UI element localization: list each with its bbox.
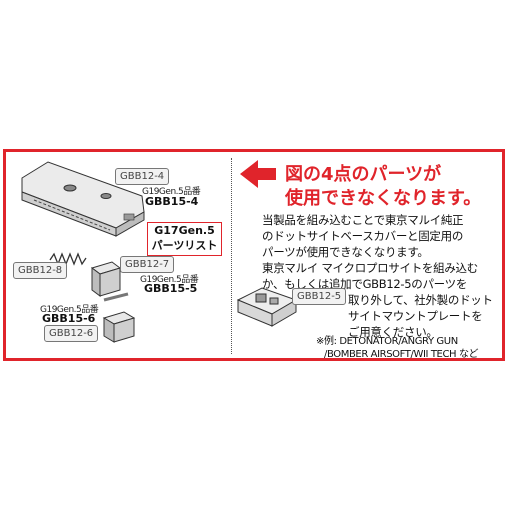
spring-code-tag: GBB12-8: [13, 262, 68, 279]
cover-code-tag: GBB12-4: [115, 168, 170, 185]
spring-part: [49, 252, 87, 266]
parts-list-label: G17Gen.5 パーツリスト: [147, 222, 222, 256]
example-line-1: ※例: DETONATOR/ANGRY GUN: [316, 336, 458, 347]
plate-code-tag: GBB12-7: [120, 256, 175, 273]
left-arrow-icon: [240, 160, 276, 188]
plate-g19-label: G19Gen.5品番: [140, 275, 199, 285]
block-code-tag: GBB12-6: [44, 325, 99, 342]
mount-code-tag: GBB12-5: [292, 288, 347, 305]
body-line-2: のドットサイトベースカバーと固定用の: [262, 229, 464, 243]
slide-cover-part: [21, 161, 145, 237]
body-right-line-2: サイトマウントプレートを: [348, 309, 483, 323]
headline-line1: 図の4点のパーツが: [285, 164, 442, 185]
body-line-4: 東京マルイ マイクロプロサイトを組み込む: [262, 261, 478, 275]
plate-part: [90, 261, 129, 302]
block-part: [102, 311, 136, 343]
body-right-line-3: ご用意ください。: [348, 325, 438, 339]
body-line-5: か、もしくは追加でGBB12-5のパーツを: [262, 277, 468, 291]
body-line-3: パーツが使用できなくなります。: [262, 245, 429, 259]
cover-alt-code: GBB15-4: [145, 195, 199, 208]
block-g19-label: G19Gen.5品番: [40, 305, 99, 315]
plate-alt-code: GBB15-5: [144, 282, 198, 295]
body-right-line-1: 取り外して、社外製のドット: [348, 293, 493, 307]
body-line-1: 当製品を組み込むことで東京マルイ純正: [262, 213, 464, 227]
example-line-2: /BOMBER AIRSOFT/WII TECH など: [324, 349, 479, 360]
cover-g19-label: G19Gen.5品番: [142, 187, 201, 197]
mount-plate-part: [236, 287, 298, 327]
list-label-model: G17Gen.5: [154, 224, 215, 237]
section-divider: [231, 158, 232, 354]
list-label-title: パーツリスト: [151, 239, 218, 252]
headline-line2: 使用できなくなります。: [285, 188, 482, 209]
block-alt-code: GBB15-6: [42, 312, 96, 325]
